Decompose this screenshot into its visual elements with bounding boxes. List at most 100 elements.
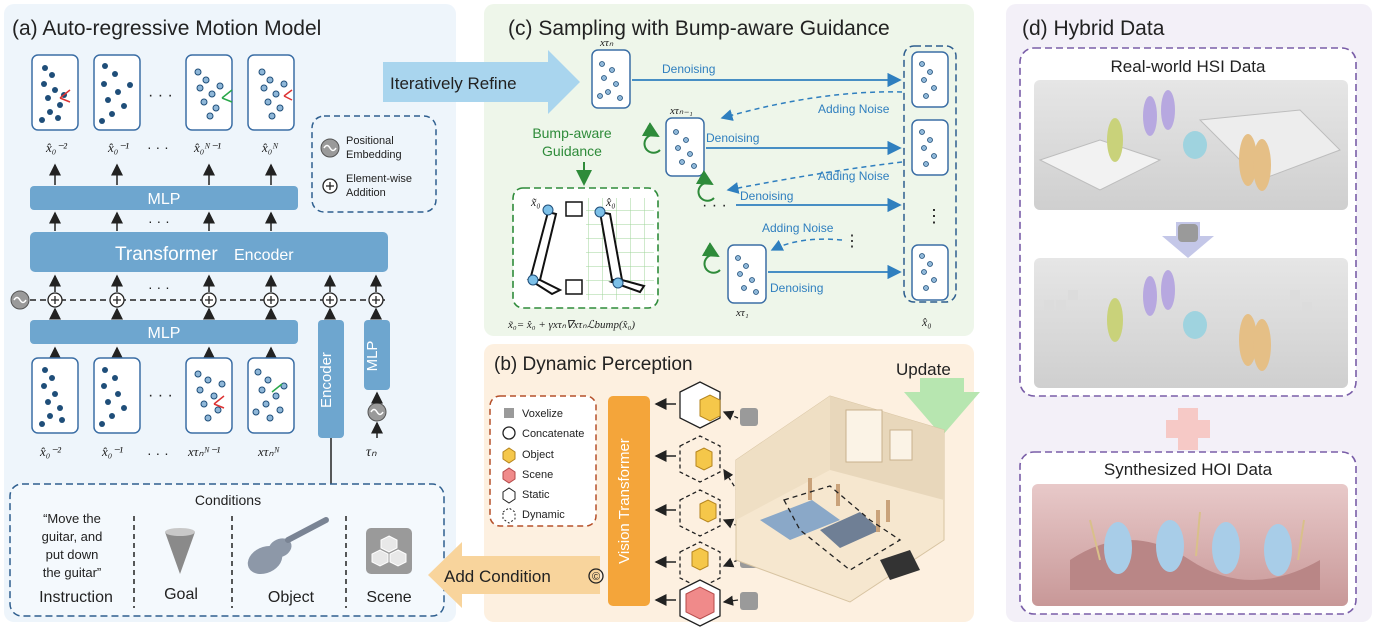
encoder-block	[318, 320, 344, 438]
conditions-box	[9, 483, 445, 617]
scene-cubes-icon	[366, 528, 412, 574]
instruction-quote-1: “Move the	[43, 511, 101, 526]
transformer-block	[30, 232, 388, 272]
bottom-label-tau: τₙ	[366, 445, 377, 460]
legend-static: Static	[522, 489, 550, 501]
object-cube-icon	[502, 447, 516, 464]
panel-b-title: (b) Dynamic Perception	[494, 354, 693, 375]
iteratively-refine-arrow	[383, 50, 580, 114]
mlp-small-block	[364, 320, 390, 390]
mlp-top-block	[30, 186, 298, 210]
denoising-3: Denoising	[740, 189, 793, 203]
denoising-4: Denoising	[770, 281, 823, 295]
add-condition-arrow	[428, 542, 600, 608]
legend-add-1: Element-wise	[346, 173, 412, 185]
label-x-tau-n: xτₙ	[599, 37, 614, 49]
legend-add-2: Addition	[346, 187, 386, 199]
label-x0-hat-c: x̂₀	[921, 315, 932, 329]
object-label: Object	[268, 589, 315, 606]
adding-noise-2: Adding Noise	[818, 169, 890, 183]
panel-a-title: (a) Auto-regressive Motion Model	[12, 17, 321, 40]
adding-noise-1: Adding Noise	[818, 102, 890, 116]
scene-label: Scene	[366, 589, 411, 606]
iteratively-refine-label: Iteratively Refine	[390, 74, 517, 93]
motion-frame	[185, 357, 233, 434]
encoder-label: Encoder	[318, 352, 335, 408]
real-scene-image-2	[1034, 258, 1348, 388]
bottom-label-4: xτₙᴺ	[257, 444, 281, 459]
concat-circle-icon	[588, 568, 604, 584]
update-label: Update	[896, 360, 951, 379]
c-dots-left: · · ·	[702, 197, 727, 214]
mlp-bottom-block	[30, 320, 298, 344]
mlp-small-label: MLP	[364, 341, 381, 372]
voxel-cubes	[679, 381, 721, 627]
adding-noise-3: Adding Noise	[762, 221, 834, 235]
frame-x-tau-n-minus-1	[665, 117, 705, 177]
top-label-1: x̂₀⁻²	[45, 140, 68, 155]
conditions-title: Conditions	[195, 492, 261, 508]
dynamic-cube-icon	[502, 507, 516, 524]
panel-d-title: (d) Hybrid Data	[1022, 17, 1165, 40]
instruction-quote-4: the guitar”	[43, 565, 102, 580]
bump-x0-hat: x̂₀	[605, 195, 616, 209]
legend-scene: Scene	[522, 469, 553, 481]
legend-dynamic: Dynamic	[522, 509, 565, 521]
static-cube-icon	[502, 487, 516, 504]
guidance-line2: Guidance	[542, 143, 602, 159]
concatenate-icon	[502, 426, 516, 440]
x0-hat-group	[903, 45, 957, 303]
panel-a-bg	[4, 4, 456, 622]
update-arrow	[904, 378, 980, 436]
frame-x0-hat-1	[911, 51, 949, 108]
bump-formula: x̃₀= x̂₀ + γxτₙ∇xτₙℒbump(x̂₀)	[507, 319, 635, 331]
top-label-dots: · · ·	[147, 139, 169, 155]
legend-voxelize: Voxelize	[522, 408, 563, 420]
legend-concatenate: Concatenate	[522, 428, 584, 440]
instruction-quote-2: guitar, and	[42, 529, 103, 544]
voxelize-icon	[504, 408, 514, 418]
synth-data-title: Synthesized HOI Data	[1104, 460, 1273, 479]
vision-transformer-label: Vision Transformer	[616, 438, 633, 564]
motion-frame	[247, 357, 295, 434]
bottom-label-1: x̂₀⁻²	[39, 444, 62, 459]
instruction-quote-3: put down	[46, 547, 99, 562]
denoising-2: Denoising	[706, 131, 759, 145]
mlp-top-label: MLP	[148, 191, 181, 208]
bottom-label-3: xτₙᴺ⁻¹	[187, 444, 220, 459]
transformer-suffix: Encoder	[234, 247, 294, 264]
label-x-tau-n-minus-1: xτₙ₋₁	[669, 105, 693, 117]
goal-cone-icon	[165, 532, 195, 574]
voxel-icon-d	[1178, 224, 1198, 242]
transformer-label: Transformer	[115, 244, 218, 265]
legend-b	[489, 395, 597, 527]
panel-c-title: (c) Sampling with Bump-aware Guidance	[508, 17, 890, 40]
mid-dots-2: · · ·	[148, 279, 170, 295]
room-scene-image	[735, 395, 945, 603]
top-label-2: x̂₀⁻¹	[107, 140, 129, 155]
synth-scene-image	[1032, 484, 1348, 606]
scene-cube-icon	[502, 467, 516, 484]
concat-symbol: ©	[592, 571, 600, 583]
top-label-4: x̂₀ᴺ	[261, 140, 279, 155]
c-dots-right: ⋮	[844, 233, 860, 250]
guitar-icon	[247, 517, 329, 575]
bottom-frames-dots: · · ·	[148, 387, 173, 404]
legs-figure	[526, 201, 646, 296]
top-frames-dots: · · ·	[148, 87, 173, 104]
bottom-motion-frames	[31, 357, 295, 434]
label-x-tau-1: xτ₁	[735, 307, 749, 319]
goal-label: Goal	[164, 586, 198, 603]
plus-icon-d	[1166, 408, 1210, 450]
top-motion-frames	[31, 54, 295, 131]
bottom-label-dots: · · ·	[147, 445, 169, 461]
bottom-label-2: x̂₀⁻¹	[101, 444, 123, 459]
denoising-1: Denoising	[662, 62, 715, 76]
mid-dots-1: · · ·	[148, 213, 170, 229]
legend-pos-2: Embedding	[346, 149, 402, 161]
frame-x-tau-n	[591, 49, 631, 109]
instruction-label: Instruction	[39, 589, 113, 606]
guidance-line1: Bump-aware	[532, 125, 612, 141]
frame-x0-hat-2	[911, 119, 949, 176]
